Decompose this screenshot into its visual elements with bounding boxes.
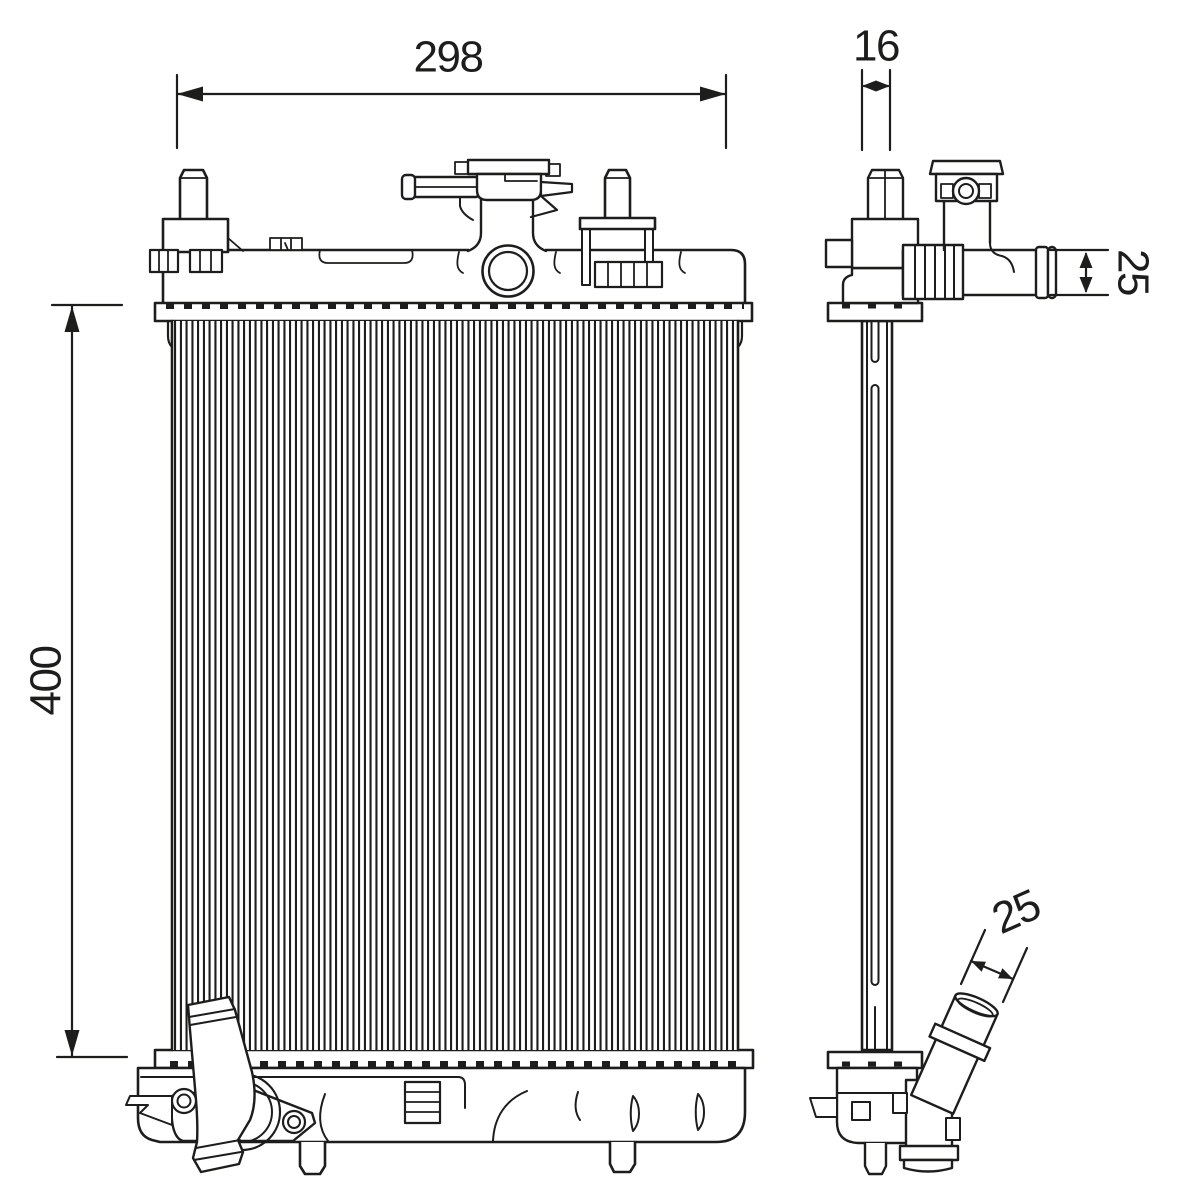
dim-label-height: 400 [22,647,71,716]
arrowhead [700,86,726,102]
tank-hook [456,251,464,274]
inlet-pipe [186,995,256,1174]
side-filler-cap [928,159,1015,273]
radiator-core [166,319,744,1052]
arrowhead [64,1030,80,1056]
filler-cap [454,158,574,219]
mount-foot [608,1140,637,1174]
arrowhead [1079,277,1093,293]
arrowhead [971,961,986,972]
side-bottom-tank [809,1066,919,1176]
top-header-plate [153,301,754,323]
flange-bracket [125,1095,173,1126]
arrowhead [177,86,203,102]
side-core [860,315,894,1052]
front-view [125,158,755,1176]
tank-seam [318,249,414,264]
dimension-inlet-pipe: 25 [959,880,1047,1004]
overflow-pipe [400,173,480,221]
dim-label-width: 298 [414,33,483,82]
tank-clip [269,237,303,251]
arrowhead [64,306,80,332]
inlet-pipe-assembly [125,995,317,1174]
arrowhead [1079,252,1093,268]
outlet-pipe [901,243,1058,301]
right-mount-pin [578,168,664,289]
dimension-core-height: 400 [22,303,129,1059]
side-bottom-flange [826,1050,924,1070]
dim-label-outlet: 25 [1109,249,1158,295]
left-mount-pin [148,168,244,274]
side-inlet-pipe [892,992,999,1173]
filler-neck [466,197,548,298]
side-top-flange [826,301,924,323]
dimension-core-width: 298 [175,33,728,150]
mount-foot [298,1140,327,1176]
mount-foot [863,1141,888,1176]
tank-hook [678,251,686,274]
arrowhead [876,80,890,92]
side-view [809,159,1058,1176]
dim-label-inlet: 25 [985,880,1047,943]
arrowhead [862,80,876,92]
dim-label-depth: 16 [853,22,899,71]
arrowhead [998,968,1013,979]
tank-hook [553,251,561,274]
side-mount-pin [824,168,920,270]
dimension-core-depth: 16 [853,22,900,152]
dimension-outlet-pipe: 25 [1048,248,1158,297]
